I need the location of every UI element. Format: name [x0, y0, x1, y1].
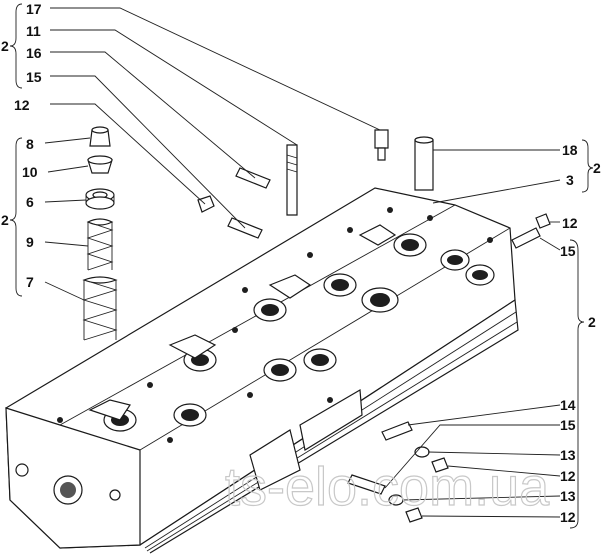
- watermark-text: ts-elo.com.ua: [225, 457, 550, 517]
- label-16: 16: [26, 45, 42, 61]
- label-13-lower: 13: [560, 488, 576, 504]
- label-9: 9: [26, 234, 34, 250]
- label-12-right: 12: [562, 215, 578, 231]
- label-2-left: 2: [1, 212, 9, 228]
- label-15-bottom: 15: [560, 417, 576, 433]
- label-18: 18: [562, 142, 578, 158]
- inner-spring: [86, 218, 114, 271]
- leader-lines: [44, 7, 561, 518]
- label-17: 17: [26, 1, 42, 17]
- label-13-upper: 13: [560, 447, 576, 463]
- braces: [9, 3, 594, 529]
- label-14: 14: [560, 397, 576, 413]
- label-2-top: 2: [1, 38, 9, 54]
- fasteners: [197, 129, 551, 523]
- label-3: 3: [566, 172, 574, 188]
- label-12-bottom-lower: 12: [560, 509, 576, 525]
- label-2-right-upper: 2: [593, 160, 601, 176]
- label-10: 10: [22, 164, 38, 180]
- callout-labels: 17 11 16 15 12 2 8 10 6 9 7 2 18 2 3 12 …: [1, 1, 601, 525]
- label-8: 8: [26, 136, 34, 152]
- label-11: 11: [26, 23, 41, 39]
- label-12-bottom-upper: 12: [560, 468, 576, 484]
- label-12-top: 12: [14, 97, 30, 113]
- outer-spring: [82, 276, 118, 341]
- valve-parts-stack: [82, 126, 118, 341]
- label-15-right: 15: [560, 243, 576, 259]
- label-2-right-lower: 2: [588, 314, 596, 330]
- label-15-top: 15: [26, 69, 42, 85]
- label-7: 7: [26, 274, 34, 290]
- cylinder-head: [5, 187, 519, 554]
- label-6: 6: [26, 194, 34, 210]
